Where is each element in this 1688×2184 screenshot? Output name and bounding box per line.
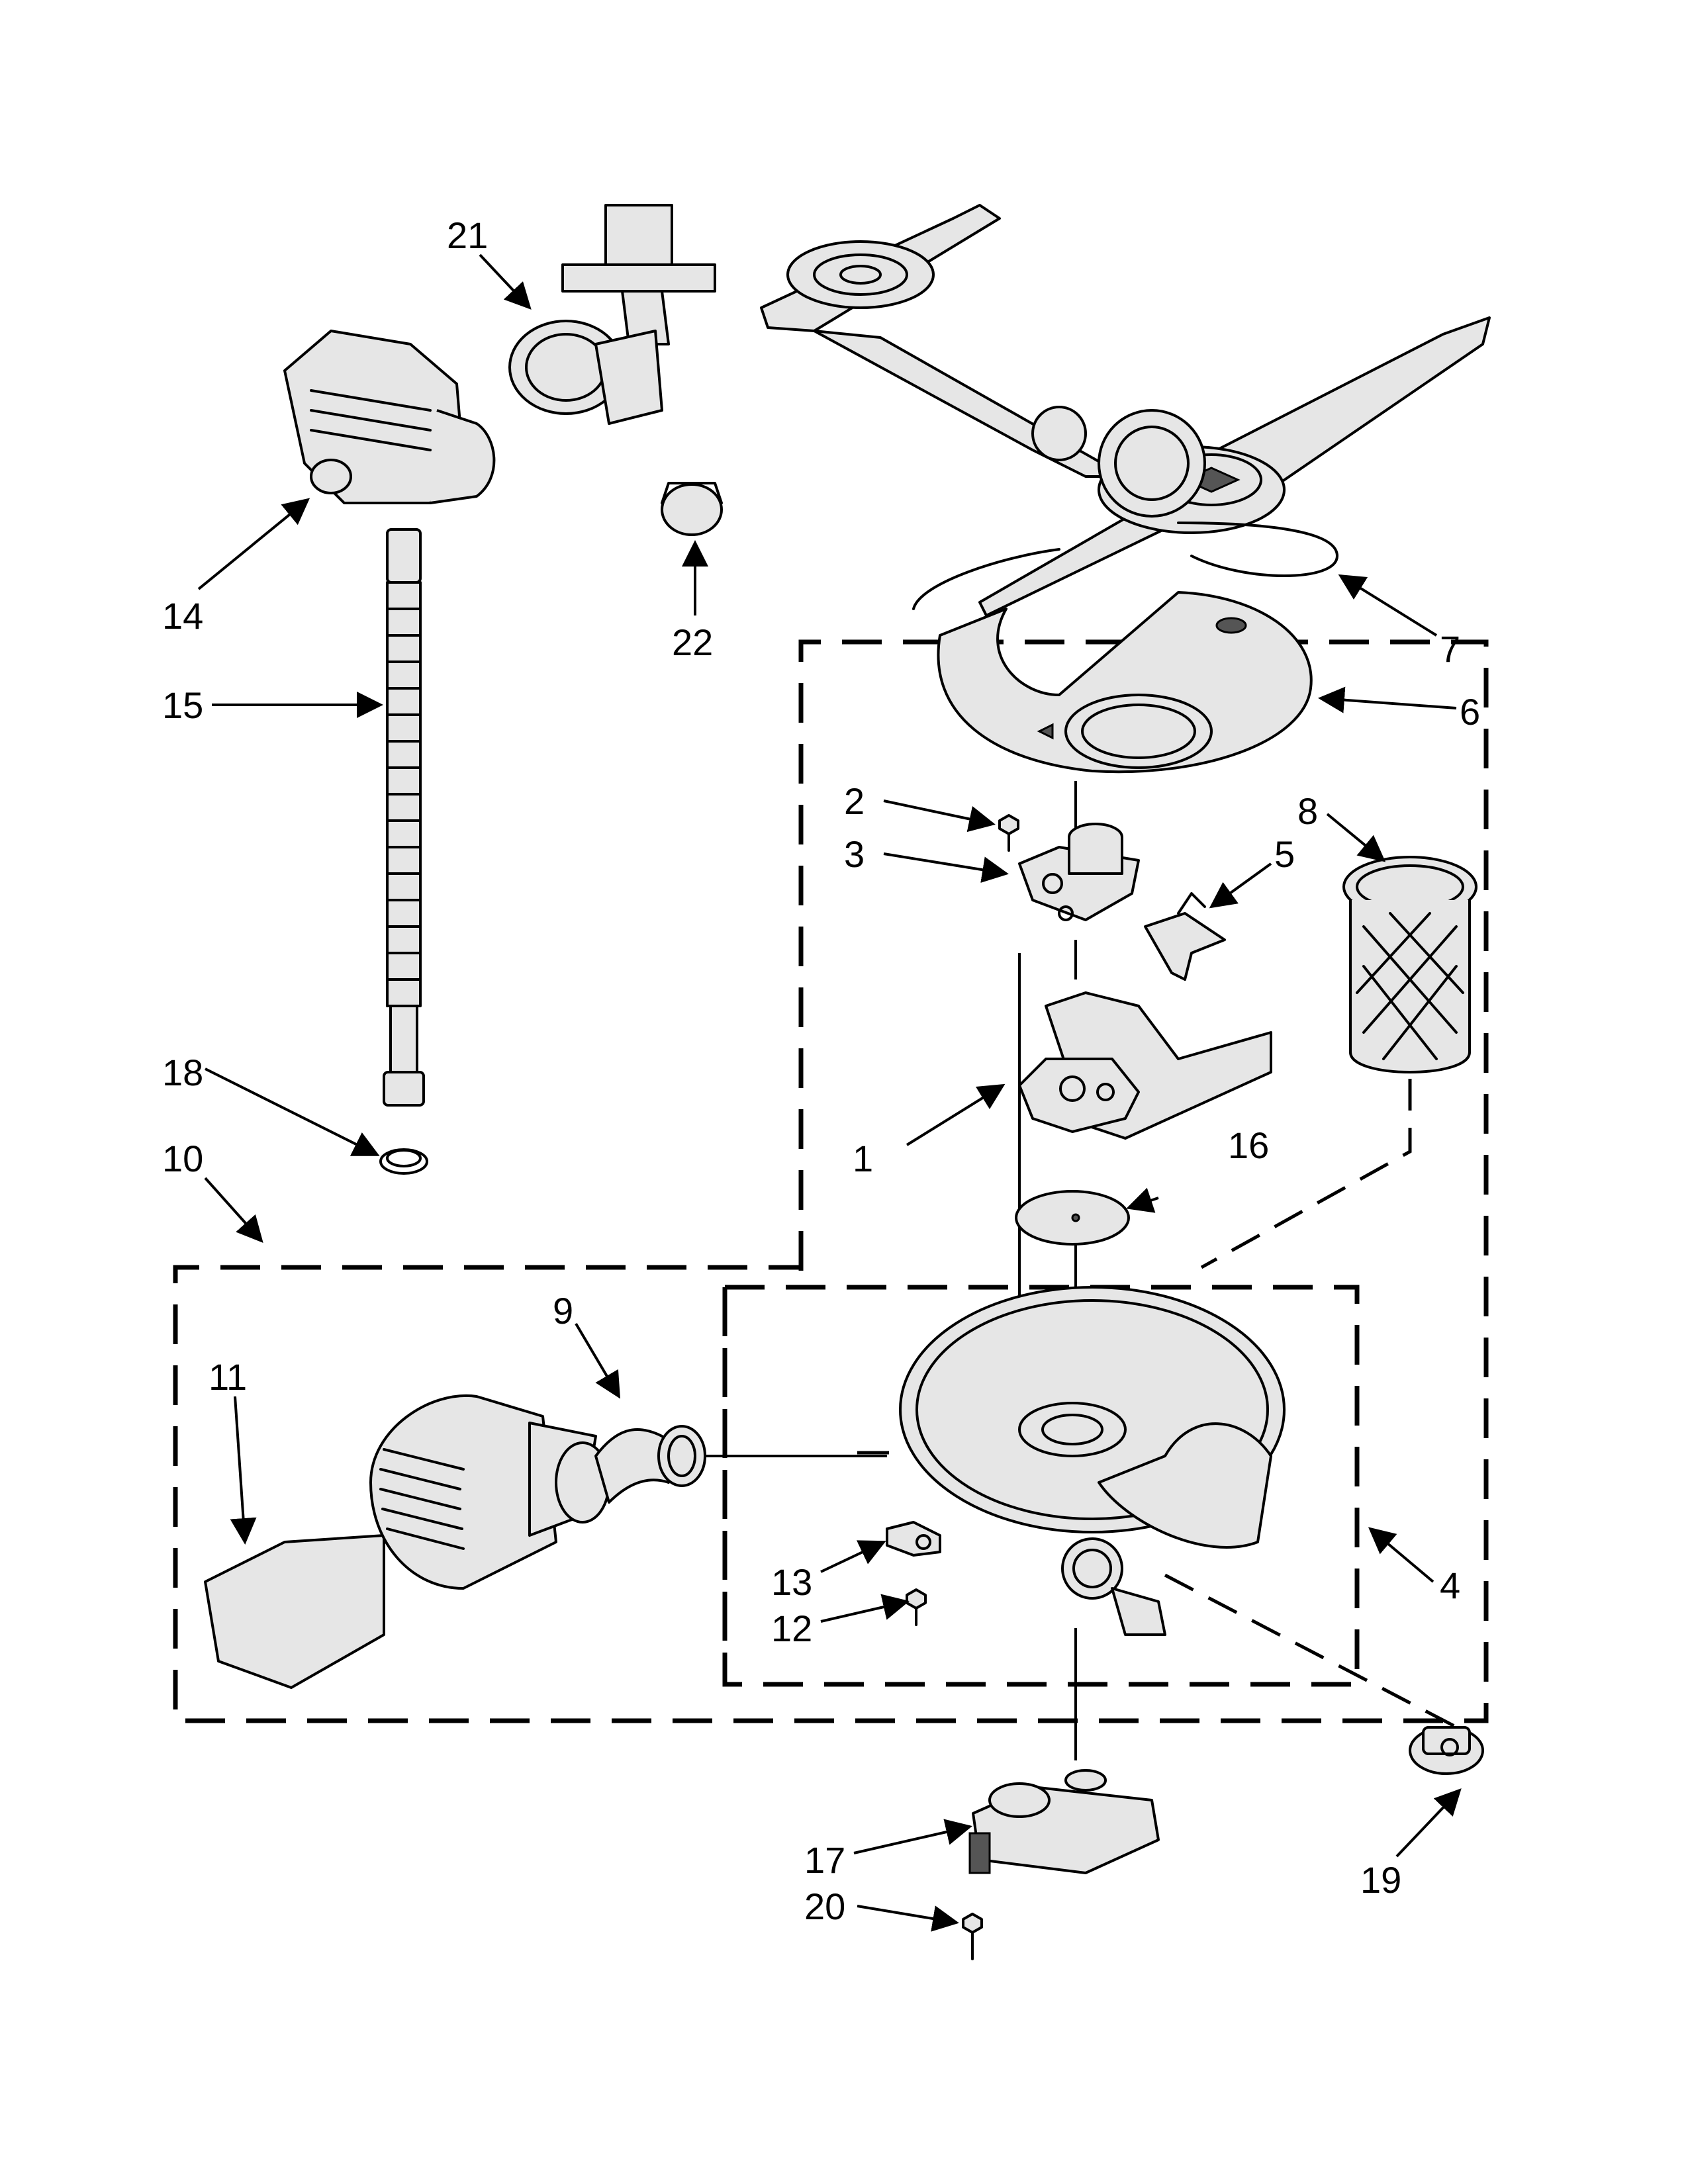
callout-16: 16 xyxy=(1228,1124,1269,1166)
pump-motor xyxy=(204,1394,706,1689)
leader-lines xyxy=(197,253,1462,1932)
callout-11: 11 xyxy=(209,1356,247,1398)
drain-hose xyxy=(379,528,428,1175)
group-boundaries xyxy=(173,639,1489,1723)
callout-6: 6 xyxy=(1460,691,1480,733)
disk xyxy=(1015,1190,1130,1246)
sump xyxy=(899,1286,1286,1636)
sump-cover xyxy=(912,548,1313,774)
callout-4: 4 xyxy=(1440,1565,1460,1606)
callout-numbers: 1 2 3 4 5 6 7 8 9 10 11 12 13 14 15 16 1… xyxy=(162,214,1480,1927)
callout-18: 18 xyxy=(162,1052,203,1093)
drain-pump xyxy=(283,330,496,504)
callout-15: 15 xyxy=(162,684,203,726)
callout-22: 22 xyxy=(672,621,713,663)
screw-bracket xyxy=(998,814,1140,921)
callout-7: 7 xyxy=(1440,628,1460,670)
callout-1: 1 xyxy=(853,1138,873,1179)
spray-arm xyxy=(760,204,1491,617)
callout-21: 21 xyxy=(447,214,488,256)
callout-5: 5 xyxy=(1274,833,1295,875)
vent-housing xyxy=(508,204,723,536)
callout-3: 3 xyxy=(844,833,865,875)
callout-17: 17 xyxy=(804,1839,845,1881)
callout-10: 10 xyxy=(162,1138,203,1179)
callout-12: 12 xyxy=(771,1608,812,1649)
callout-20: 20 xyxy=(804,1886,845,1927)
temperature-switch xyxy=(1409,1726,1484,1775)
sensor xyxy=(886,1521,941,1626)
callout-2: 2 xyxy=(844,780,865,822)
callout-9: 9 xyxy=(553,1290,573,1332)
boundary-sump-assembly xyxy=(173,639,1489,1723)
clip xyxy=(1144,892,1226,981)
callout-14: 14 xyxy=(162,595,203,637)
filter xyxy=(1342,856,1477,1073)
manifold xyxy=(1018,991,1272,1140)
callout-19: 19 xyxy=(1360,1859,1401,1901)
diverter-motor xyxy=(962,1769,1160,1960)
callout-13: 13 xyxy=(771,1561,812,1603)
callout-8: 8 xyxy=(1297,790,1318,832)
